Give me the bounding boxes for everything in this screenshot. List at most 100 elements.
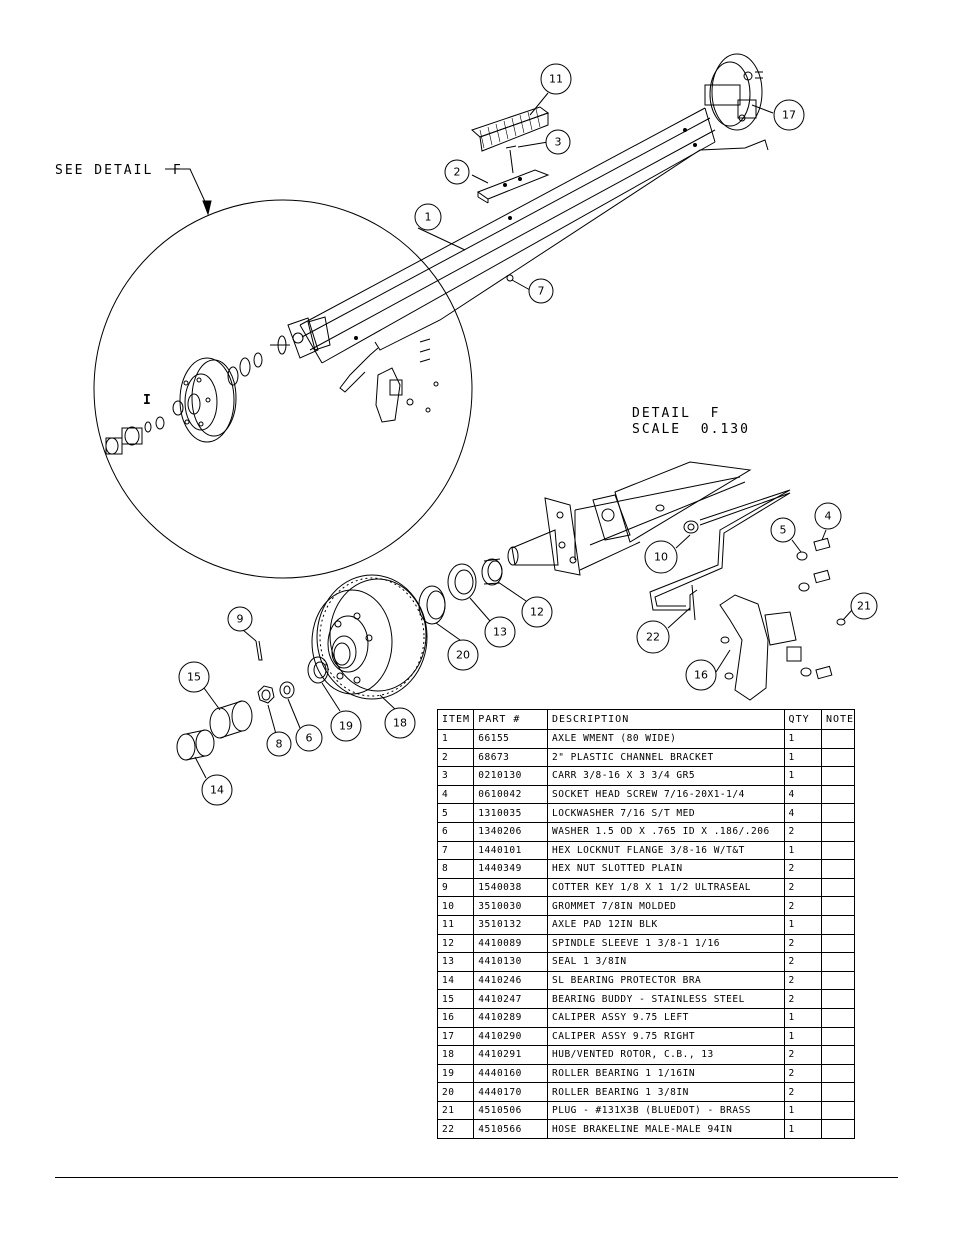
axle-beam bbox=[299, 107, 716, 364]
stray-mark: I bbox=[143, 393, 153, 408]
qty-cell: 2 bbox=[783, 970, 822, 991]
qty-cell: 4 bbox=[783, 803, 822, 823]
qty-cell: 2 bbox=[783, 1082, 822, 1102]
description-cell: COTTER KEY 1/8 X 1 1/2 ULTRASEAL bbox=[547, 877, 785, 898]
bearing-small-a bbox=[227, 366, 239, 386]
qty-cell: 1 bbox=[783, 1119, 822, 1140]
spindle-sleeve bbox=[481, 558, 503, 586]
callout-10-circle bbox=[644, 540, 678, 574]
detail-brake-line-inner bbox=[654, 492, 791, 607]
item-cell: 4 bbox=[436, 784, 475, 805]
callout-21: 21 bbox=[857, 600, 871, 613]
bearing-small-c bbox=[253, 352, 263, 368]
see-detail-arrowhead bbox=[202, 200, 212, 216]
description-cell: ROLLER BEARING 1 1/16IN bbox=[547, 1063, 785, 1084]
callout-2-circle bbox=[444, 159, 470, 185]
part-number-cell: 1440101 bbox=[473, 840, 548, 861]
bearing-protector bbox=[176, 729, 215, 761]
item-cell: 22 bbox=[436, 1119, 475, 1140]
left-spindle-assembly bbox=[270, 316, 331, 359]
callout-4: 4 bbox=[825, 510, 832, 523]
part-number-cell: 1340206 bbox=[473, 821, 548, 842]
part-number-cell: 4410247 bbox=[473, 989, 548, 1009]
item-cell: 5 bbox=[436, 803, 475, 823]
qty-cell: 2 bbox=[783, 1063, 822, 1084]
header-description: DESCRIPTION bbox=[547, 709, 785, 730]
item-cell: 16 bbox=[436, 1007, 475, 1028]
washer bbox=[279, 681, 295, 699]
note-cell bbox=[820, 821, 856, 842]
caliper-left bbox=[719, 594, 802, 701]
callout-19-circle bbox=[330, 710, 362, 742]
description-cell: HEX LOCKNUT FLANGE 3/8-16 W/T&T bbox=[547, 840, 785, 861]
left-caliper-bolts bbox=[419, 338, 439, 413]
callout-2: 2 bbox=[454, 166, 461, 179]
description-cell: SEAL 1 3/8IN bbox=[547, 952, 785, 972]
qty-cell: 2 bbox=[783, 989, 822, 1009]
callout-14: 14 bbox=[210, 784, 224, 797]
note-cell bbox=[820, 747, 856, 768]
bottom-rule bbox=[55, 1177, 898, 1178]
note-cell bbox=[820, 1026, 856, 1047]
note-cell bbox=[820, 989, 856, 1009]
part-number-cell: 4440160 bbox=[473, 1063, 548, 1084]
description-cell: HOSE BRAKELINE MALE-MALE 94IN bbox=[547, 1119, 785, 1140]
header-note: NOTE bbox=[820, 709, 856, 730]
callout-17: 17 bbox=[782, 109, 796, 122]
item-cell: 10 bbox=[436, 896, 475, 916]
item-cell: 18 bbox=[436, 1045, 475, 1065]
grommet bbox=[683, 520, 699, 534]
note-cell bbox=[820, 1119, 856, 1140]
item-cell: 12 bbox=[436, 933, 475, 954]
item-cell: 19 bbox=[436, 1063, 475, 1084]
hub-vented-rotor bbox=[311, 574, 428, 700]
right-hub-caliper bbox=[704, 53, 763, 131]
callout-16-circle bbox=[685, 659, 717, 691]
callout-20-circle bbox=[447, 639, 479, 671]
item-cell: 6 bbox=[436, 821, 475, 842]
part-number-cell: 0610042 bbox=[473, 784, 548, 805]
washer-small bbox=[144, 421, 152, 433]
callout-11-circle bbox=[540, 63, 572, 95]
qty-cell: 4 bbox=[783, 784, 822, 805]
description-cell: CALIPER ASSY 9.75 LEFT bbox=[547, 1007, 785, 1028]
roller-bearing-small bbox=[307, 656, 329, 684]
part-number-cell: 1440349 bbox=[473, 859, 548, 879]
callout-12: 12 bbox=[530, 606, 544, 619]
note-cell bbox=[820, 1082, 856, 1102]
qty-cell: 1 bbox=[783, 1007, 822, 1028]
callout-3-circle bbox=[545, 129, 571, 155]
lockwashers bbox=[796, 551, 812, 677]
detail-scale: SCALE 0.130 bbox=[632, 422, 750, 437]
left-caliper-small bbox=[375, 367, 414, 423]
item-cell: 20 bbox=[436, 1082, 475, 1102]
callout-22-circle bbox=[636, 620, 670, 654]
callout-9: 9 bbox=[237, 613, 244, 626]
note-cell bbox=[820, 1007, 856, 1028]
axle-pad bbox=[471, 106, 550, 152]
callout-13: 13 bbox=[493, 626, 507, 639]
note-cell bbox=[820, 896, 856, 916]
description-cell: WASHER 1.5 OD X .765 ID X .186/.206 bbox=[547, 821, 785, 842]
note-cell bbox=[820, 1100, 856, 1121]
note-cell bbox=[820, 877, 856, 898]
callout-13-circle bbox=[484, 616, 516, 648]
bearing-small-d bbox=[172, 400, 184, 416]
part-number-cell: 4410289 bbox=[473, 1007, 548, 1028]
description-cell: PLUG - #131X3B (BLUEDOT) - BRASS bbox=[547, 1100, 785, 1121]
item-cell: 7 bbox=[436, 840, 475, 861]
